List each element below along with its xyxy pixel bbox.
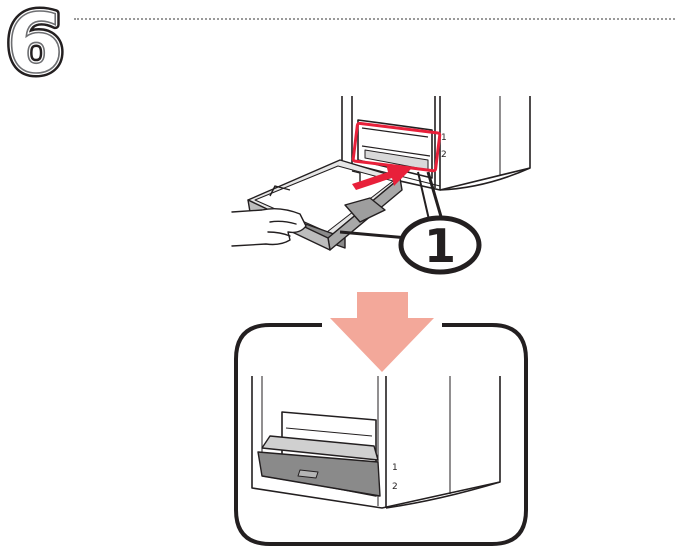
- callout-label: 1: [424, 219, 456, 273]
- hand-illustration: [232, 209, 306, 246]
- down-arrow-icon: [330, 292, 434, 372]
- slot-label-2-bottom: 2: [392, 482, 398, 492]
- slot-label-1-bottom: 1: [392, 463, 398, 473]
- slot-label-1-top: 1: [441, 133, 447, 143]
- slot-label-2-top: 2: [441, 150, 447, 160]
